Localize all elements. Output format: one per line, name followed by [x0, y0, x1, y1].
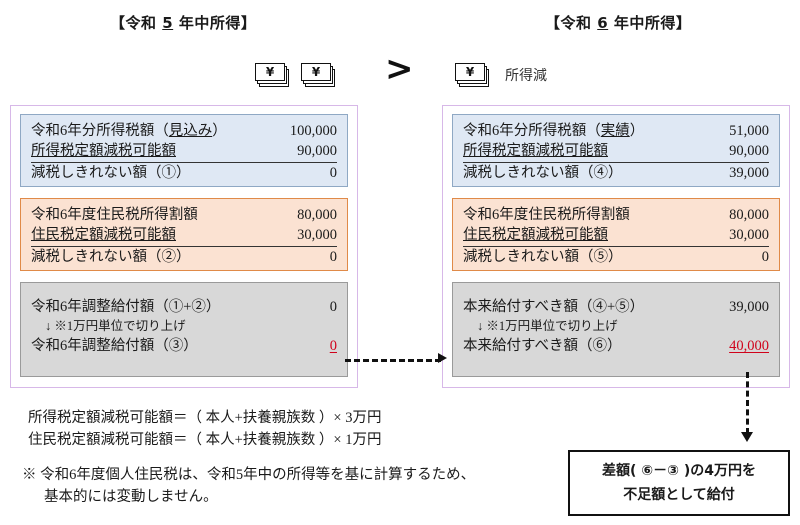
row-label: 所得税定額減税可能額	[31, 143, 176, 159]
left-benefit-box: 令和6年調整給付額（①+②） 0 ↓ ※1万円単位で切り上げ 令和6年調整給付額…	[20, 282, 348, 377]
table-row: 減税しきれない額（②） 0	[31, 247, 337, 267]
left-title-year: 5	[162, 14, 174, 32]
formula-resident-tax: 住民税定額減税可能額＝（ 本人+扶養親族数 ）× 1万円	[28, 432, 382, 448]
table-row: 本来給付すべき額（④+⑤） 39,000	[463, 297, 769, 317]
row-label: 令和6年分所得税額（見込み）	[31, 121, 227, 141]
table-row: 令和6年分所得税額（見込み） 100,000	[31, 121, 337, 141]
row-value: 0	[329, 165, 337, 181]
table-row: 減税しきれない額（⑤） 0	[463, 247, 769, 267]
right-title-year: 6	[597, 14, 609, 32]
right-title-post: 年中所得】	[608, 14, 692, 32]
row-label: 所得税定額減税可能額	[463, 143, 608, 159]
table-row: 令和6年分所得税額（実績） 51,000	[463, 121, 769, 141]
row-label: 令和6年調整給付額（①+②）	[31, 299, 221, 315]
table-row: 減税しきれない額（①） 0	[31, 163, 337, 183]
row-label: 令和6年度住民税所得割額	[463, 207, 630, 223]
row-value: 80,000	[729, 207, 769, 223]
row-label-tail: ）	[629, 123, 645, 139]
row-label: 令和6年分所得税額（実績）	[463, 121, 644, 141]
row-value: 51,000	[729, 123, 769, 139]
table-row: 本来給付すべき額（⑥） 40,000	[463, 336, 769, 356]
right-income-tax-box: 令和6年分所得税額（実績） 51,000 所得税定額減税可能額 90,000 減…	[452, 114, 780, 187]
horizontal-arrowhead-icon	[438, 353, 447, 363]
right-panel: 令和6年分所得税額（実績） 51,000 所得税定額減税可能額 90,000 減…	[442, 105, 790, 388]
formula-income-tax: 所得税定額減税可能額＝（ 本人+扶養親族数 ）× 3万円	[28, 410, 382, 426]
row-label: 減税しきれない額（⑤）	[463, 249, 623, 265]
row-value: 90,000	[729, 143, 769, 159]
row-value: 100,000	[289, 123, 337, 139]
right-panel-title: 【令和 6 年中所得】	[545, 12, 691, 33]
table-row: 所得税定額減税可能額 90,000	[31, 141, 337, 163]
banknote-stack-icon: ¥	[301, 63, 335, 87]
left-money-icon-group: ¥ ¥	[255, 58, 347, 92]
row-value: 80,000	[297, 207, 337, 223]
row-label: 減税しきれない額（②）	[31, 249, 191, 265]
footnote: ※ 令和6年度個人住民税は、令和5年中の所得等を基に計算するため、 基本的には変…	[22, 464, 475, 508]
row-label: 令和6年度住民税所得割額	[31, 207, 198, 223]
table-row: 令和6年調整給付額（①+②） 0	[31, 297, 337, 317]
row-value: 0	[329, 249, 337, 265]
row-label-underlined: 見込み	[168, 123, 213, 139]
vertical-dashed-connector	[746, 372, 749, 434]
result-line-2: 不足額として給付	[623, 487, 735, 503]
horizontal-dashed-connector	[345, 359, 441, 362]
table-row: 住民税定額減税可能額 30,000	[31, 225, 337, 247]
footnote-line-2: 基本的には変動しません。	[44, 489, 218, 505]
row-value: 0	[329, 299, 337, 315]
table-row: 所得税定額減税可能額 90,000	[463, 141, 769, 163]
row-label: 減税しきれない額（①）	[31, 165, 191, 181]
banknote-sheet-front: ¥	[301, 63, 331, 81]
right-resident-tax-box: 令和6年度住民税所得割額 80,000 住民税定額減税可能額 30,000 減税…	[452, 198, 780, 271]
table-row: 令和6年度住民税所得割額 80,000	[463, 205, 769, 225]
right-benefit-box: 本来給付すべき額（④+⑤） 39,000 ↓ ※1万円単位で切り上げ 本来給付す…	[452, 282, 780, 377]
row-label-main: 令和6年分所得税額（	[31, 123, 169, 139]
banknote-sheet-front: ¥	[455, 63, 485, 81]
left-panel: 令和6年分所得税額（見込み） 100,000 所得税定額減税可能額 90,000…	[10, 105, 358, 388]
banknote-stack-icon: ¥	[255, 63, 289, 87]
row-value-highlight: 0	[329, 338, 337, 354]
row-value-highlight: 40,000	[729, 338, 769, 354]
income-decrease-label: 所得減	[505, 69, 547, 84]
right-money-icon-group: ¥ 所得減	[455, 58, 547, 92]
roundup-note: ↓ ※1万円単位で切り上げ	[477, 319, 618, 333]
left-title-post: 年中所得】	[173, 14, 257, 32]
left-income-tax-box: 令和6年分所得税額（見込み） 100,000 所得税定額減税可能額 90,000…	[20, 114, 348, 187]
greater-than-icon: >	[385, 49, 414, 89]
vertical-arrowhead-icon	[741, 432, 753, 442]
row-value: 39,000	[729, 299, 769, 315]
row-label: 本来給付すべき額（⑥）	[463, 338, 622, 354]
row-value: 30,000	[297, 227, 337, 243]
row-value: 90,000	[297, 143, 337, 159]
row-label: 令和6年調整給付額（③）	[31, 338, 198, 354]
table-row: 住民税定額減税可能額 30,000	[463, 225, 769, 247]
table-row: 減税しきれない額（④） 39,000	[463, 163, 769, 183]
banknote-sheet-front: ¥	[255, 63, 285, 81]
row-value: 0	[761, 249, 769, 265]
table-row: 令和6年度住民税所得割額 80,000	[31, 205, 337, 225]
table-row: 令和6年調整給付額（③） 0	[31, 336, 337, 356]
roundup-note: ↓ ※1万円単位で切り上げ	[45, 319, 186, 333]
row-label-underlined: 実績	[600, 123, 630, 139]
row-label: 減税しきれない額（④）	[463, 165, 623, 181]
row-label-tail: ）	[212, 123, 227, 139]
left-panel-title: 【令和 5 年中所得】	[110, 12, 256, 33]
footnote-line-1: ※ 令和6年度個人住民税は、令和5年中の所得等を基に計算するため、	[22, 467, 476, 483]
row-label: 住民税定額減税可能額	[31, 227, 176, 243]
banknote-stack-icon: ¥	[455, 63, 489, 87]
row-label-main: 令和6年分所得税額（	[463, 123, 601, 139]
result-line-1: 差額( ⑥－③ )の4万円を	[602, 463, 756, 479]
result-callout-box: 差額( ⑥－③ )の4万円を 不足額として給付	[568, 450, 790, 516]
left-resident-tax-box: 令和6年度住民税所得割額 80,000 住民税定額減税可能額 30,000 減税…	[20, 198, 348, 271]
row-value: 30,000	[729, 227, 769, 243]
row-value: 39,000	[729, 165, 769, 181]
row-label: 本来給付すべき額（④+⑤）	[463, 299, 645, 315]
right-title-pre: 【令和	[545, 14, 598, 32]
left-title-pre: 【令和	[110, 14, 163, 32]
row-label: 住民税定額減税可能額	[463, 227, 608, 243]
